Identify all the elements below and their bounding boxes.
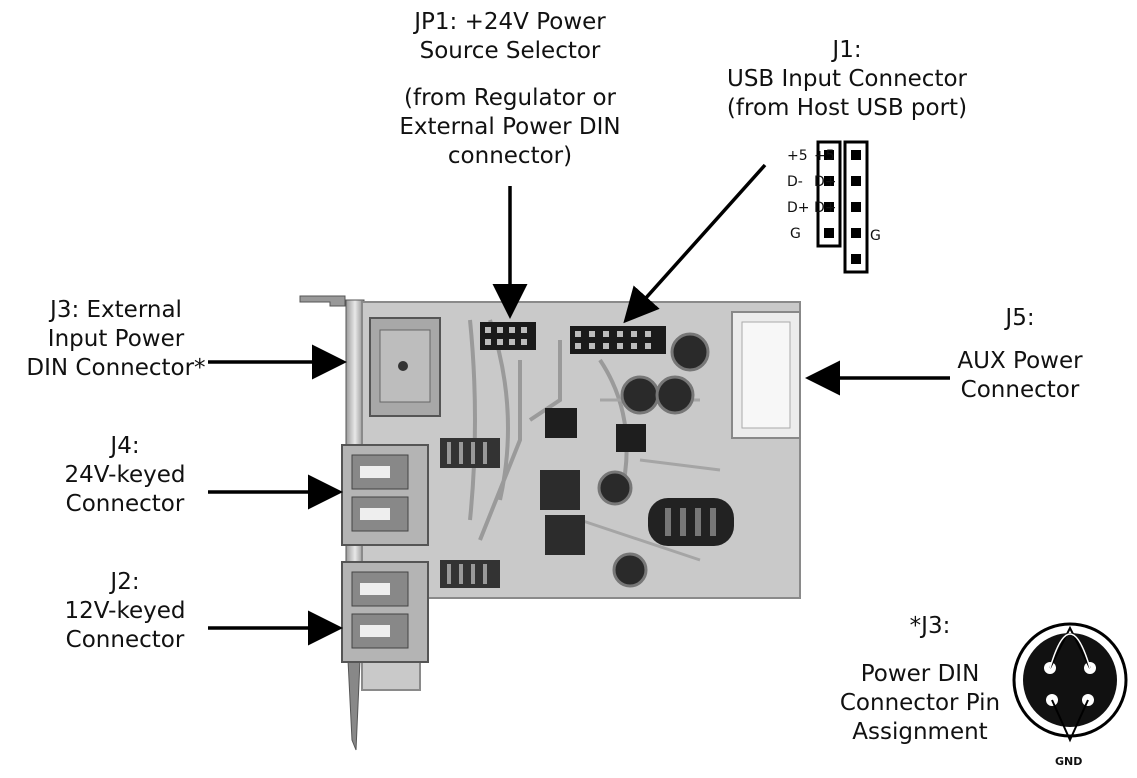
j5-aux-connector	[731, 311, 801, 439]
jp1-header	[480, 322, 536, 350]
label-j4: J4: 24V-keyed Connector	[64, 433, 186, 517]
label-j1: J1: USB Input Connector (from Host USB p…	[726, 37, 968, 121]
usb-pin-label-overlay-1: +5	[814, 148, 835, 164]
j1-header	[570, 326, 666, 354]
capacitors	[597, 332, 710, 588]
inductor-coil	[648, 498, 734, 546]
arrow-j1	[623, 163, 767, 324]
label-j3: J3: External Input Power DIN Connector*	[26, 297, 206, 381]
usb-pin-label-overlay-4: G	[870, 228, 881, 244]
label-j5: J5: AUX Power Connector	[957, 305, 1083, 403]
label-gnd: GND	[1055, 755, 1083, 768]
j3-din-connector	[369, 317, 441, 417]
label-jp1: JP1: +24V Power Source Selector (from Re…	[399, 9, 621, 169]
j4-socket	[341, 444, 429, 546]
ic-chips	[540, 408, 646, 555]
label-din-desc: Power DIN Connector Pin Assignment	[839, 661, 1001, 745]
label-j2: J2: 12V-keyed Connector	[64, 569, 186, 653]
din-pin-diagram	[1012, 622, 1128, 743]
usb-pin-label-overlay-3: D+	[814, 200, 837, 216]
callout-arrows	[208, 163, 950, 646]
usb-pin-header-detail	[816, 140, 869, 274]
usb-pin-label-left-1: +5	[787, 148, 808, 164]
usb-pin-label-left-4: G	[790, 226, 801, 242]
usb-pin-label-overlay-2: D+	[814, 174, 837, 190]
usb-pin-label-left-3: D+	[787, 200, 810, 216]
label-din-title: *J3:	[909, 613, 951, 639]
heatsinks	[440, 438, 500, 588]
j2-socket	[341, 561, 429, 663]
usb-pin-label-left-2: D-	[787, 174, 803, 190]
